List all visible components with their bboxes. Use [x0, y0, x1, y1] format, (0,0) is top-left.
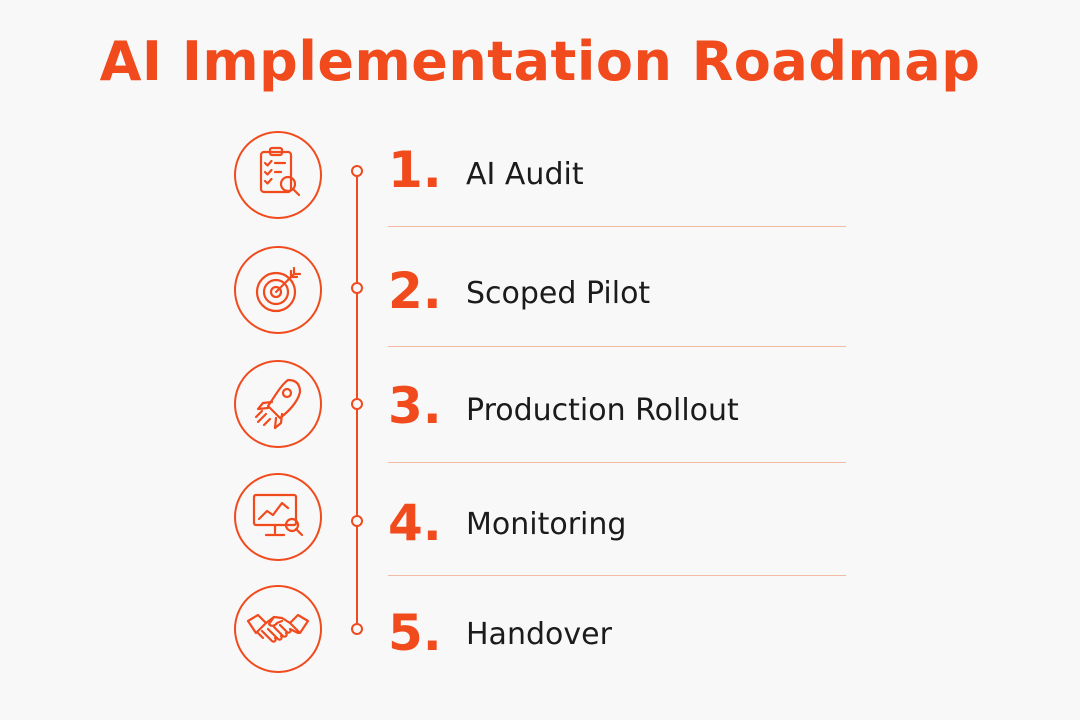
timeline-node-2: [351, 282, 363, 294]
divider-2: [388, 346, 846, 347]
divider-4: [388, 575, 846, 576]
handshake-icon: [234, 585, 322, 673]
step-label-2: Scoped Pilot: [466, 276, 651, 311]
divider-1: [388, 226, 846, 227]
rocket-icon: [234, 360, 322, 448]
target-icon: [234, 246, 322, 334]
timeline-node-4: [351, 515, 363, 527]
timeline-node-1: [351, 165, 363, 177]
step-label-3: Production Rollout: [466, 393, 739, 428]
step-label-1: AI Audit: [466, 157, 584, 192]
timeline-node-5: [351, 623, 363, 635]
step-number-2: 2.: [388, 262, 442, 320]
step-label-5: Handover: [466, 617, 612, 652]
step-number-1: 1.: [388, 141, 442, 199]
step-label-4: Monitoring: [466, 507, 627, 542]
divider-3: [388, 462, 846, 463]
timeline-node-3: [351, 398, 363, 410]
step-number-4: 4.: [388, 494, 442, 552]
step-number-5: 5.: [388, 604, 442, 662]
page-title: AI Implementation Roadmap: [99, 30, 981, 93]
monitor-chart-icon: [234, 473, 322, 561]
step-number-3: 3.: [388, 377, 442, 435]
clipboard-search-icon: [234, 131, 322, 219]
